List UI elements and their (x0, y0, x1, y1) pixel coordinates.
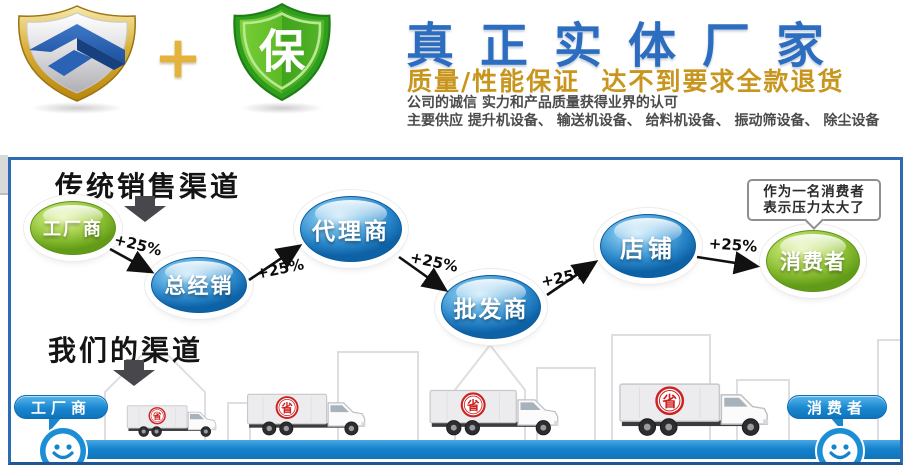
road-bar (59, 440, 900, 459)
node-consumer: 消费者 (766, 230, 860, 292)
node-consumer-label: 消费者 (780, 250, 846, 274)
consumer-pressure-callout: 作为一名消费者 表示压力太大了 (747, 179, 881, 230)
node-factory-label: 工厂商 (43, 219, 103, 240)
node-general-distributor-label: 总经销 (164, 274, 234, 298)
smiley-face-icon (814, 425, 866, 462)
factory-tag-label: 工厂商 (30, 398, 91, 417)
quality-shield-icon (18, 5, 136, 102)
node-general-distributor: 总经销 (151, 257, 247, 313)
node-factory: 工厂商 (30, 201, 116, 255)
products-tagline: 主要供应 提升机设备、 输送机设备、 给料机设备、 振动筛设备、 除尘设备 (407, 113, 880, 129)
callout-line1: 作为一名消费者 (763, 184, 865, 200)
plus-sign: + (153, 23, 203, 91)
node-agent-label: 代理商 (312, 219, 390, 245)
node-shop-label: 店铺 (620, 234, 676, 263)
callout-line2: 表示压力太大了 (763, 200, 865, 216)
delivery-truck-icon (246, 393, 367, 437)
sales-channel-panel: 传统销售渠道 我们的渠道 工厂商 总经销 代理商 批发商 店铺 消费者 +25%… (8, 157, 903, 465)
down-arrow-icon (124, 196, 166, 222)
markup-label: +25% (708, 234, 758, 256)
down-arrow-icon (113, 360, 155, 386)
shield-reflection (240, 102, 324, 114)
node-agent: 代理商 (300, 196, 402, 262)
company-tagline: 公司的诚信 实力和产品质量获得业界的认可 (407, 95, 678, 111)
guarantee-character: 保 (259, 24, 306, 78)
delivery-truck-icon (618, 382, 770, 437)
node-shop: 店铺 (600, 214, 696, 278)
delivery-truck-icon (429, 389, 560, 436)
node-wholesaler-label: 批发商 (453, 297, 529, 323)
consumer-tag-label: 消费者 (806, 398, 867, 417)
smiley-face-icon (37, 425, 89, 462)
guarantee-subtitle: 质量/性能保证 达不到要求全款退货 (407, 67, 845, 96)
factory-tag: 工厂商 (14, 395, 108, 419)
page-title: 真正实体厂家 (406, 18, 851, 74)
node-wholesaler: 批发商 (441, 275, 541, 339)
delivery-truck-icon (126, 405, 218, 438)
guarantee-shield-icon: 保 (233, 2, 331, 102)
shield-reflection (30, 102, 124, 114)
consumer-tag: 消费者 (787, 395, 887, 419)
left-edge-tab (0, 155, 8, 195)
